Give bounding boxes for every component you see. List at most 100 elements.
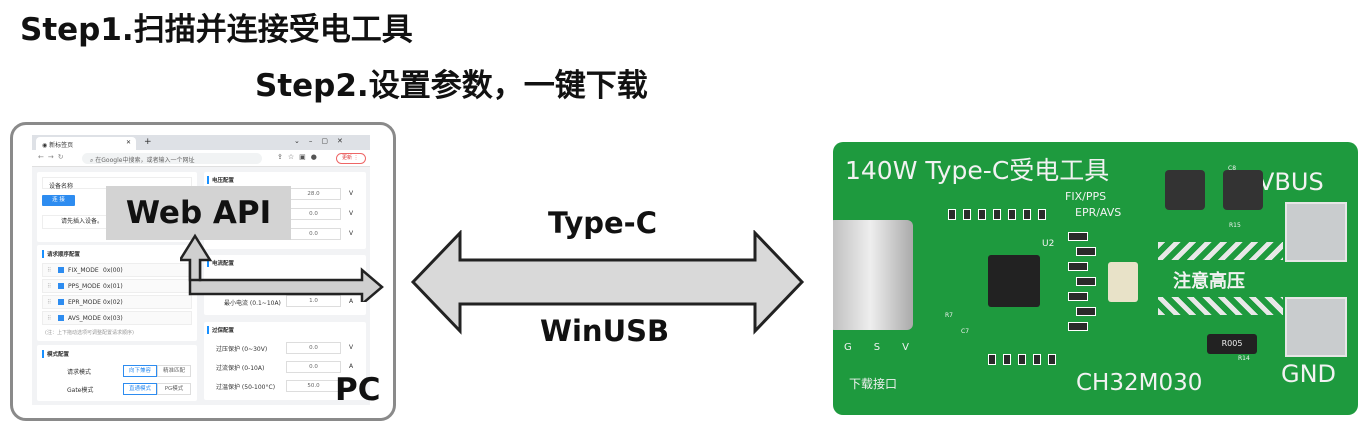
new-tab-button[interactable]: + [144,137,152,147]
mode-code: 0x(00) [103,267,123,274]
board-modes-2: EPR/AVS [1075,206,1122,219]
drag-handle-icon[interactable]: ⠿ [47,267,52,274]
request-mode-option[interactable]: 精准匹配 [157,365,191,377]
mosfet-2 [1223,170,1263,210]
request-mode-option[interactable]: 向下兼容 [123,365,157,377]
checkbox[interactable] [58,267,64,273]
download-port-label: 下载接口 [849,377,898,391]
mode-name: EPR_MODE [68,299,101,306]
c8-label: C8 [1228,165,1237,172]
board-modes-1: FIX/PPS [1065,190,1107,203]
chip-label: CH32M030 [1076,370,1203,396]
led [1108,262,1138,302]
min-current-label: 最小电流 (0.1~10A) [224,300,281,307]
voltage-unit: V [349,230,354,237]
toolbar-icons[interactable]: ⇪☆▣● [277,153,322,161]
step1-title: Step1.扫描并连接受电工具 [20,12,413,48]
protection-input[interactable]: 0.0 [286,361,341,373]
tab-bar: ◉ 新标签页✕ + ⌄–▢✕ [32,135,370,150]
smd-component [1048,354,1056,365]
smd-component [1023,209,1031,220]
c7-label: C7 [961,328,970,335]
u2-label: U2 [1042,239,1055,249]
vbus-pad [1285,202,1347,262]
close-tab-icon[interactable]: ✕ [125,139,131,146]
checkbox[interactable] [58,299,64,305]
gate-mode-option[interactable]: PG模式 [157,383,191,395]
webapi-to-pc-arrow [180,233,384,302]
window-controls[interactable]: ⌄–▢✕ [294,137,352,145]
device-name-label: 设备名称 [49,183,74,190]
protection-label: 过流保护 (0-10A) [216,365,265,372]
chrome-icon: ◉ [42,142,50,149]
connect-button[interactable]: 连 接 [42,195,75,206]
pcb-board: 140W Type-C受电工具 FIX/PPS EPR/AVS VBUS GND… [833,142,1358,415]
current-unit: A [349,298,354,305]
mcu-chip [988,255,1040,307]
connector-shaft [188,258,384,302]
warning-label: 注意高压 [1173,271,1245,292]
smd-component [1008,209,1016,220]
mode-name: FIX_MODE [68,267,99,274]
warning-stripes-bottom [1158,297,1283,315]
min-current-input[interactable]: 1.0 [286,295,341,307]
drag-handle-icon[interactable]: ⠿ [47,283,52,290]
request-order-title: 请求顺序配置 [42,250,80,258]
mode-code: 0x(01) [103,283,123,290]
protection-label: 过压保护 (0~30V) [216,346,268,353]
gnd-pad [1285,297,1347,357]
usb-c-connector [833,220,913,330]
r14-label: R14 [1238,355,1250,362]
checkbox[interactable] [58,283,64,289]
mode-config-panel: 模式配置 请求模式 向下兼容 精准匹配 Gate模式 直通模式 PG模式 [37,345,197,401]
warning-stripes-top [1158,242,1283,260]
voltage-title: 电压配置 [207,176,234,184]
pin-g: G [844,342,874,353]
protection-input[interactable]: 50.0 [286,380,341,392]
browser-tab[interactable]: ◉ 新标签页✕ [36,137,136,150]
shunt-resistor: R005 [1207,334,1257,354]
pin-v: V [902,342,931,353]
smd-component [1003,354,1011,365]
mode-row[interactable]: ⠿ FIX_MODE 0x(00) [42,263,192,277]
smd-component [1068,322,1088,331]
smd-component [978,209,986,220]
up-arrowhead [180,233,213,282]
smd-component [1033,354,1041,365]
double-arrow [410,230,805,335]
gnd-label: GND [1281,360,1337,388]
gate-mode-label: Gate模式 [67,387,94,394]
search-icon: ⌕ [90,157,96,164]
mode-config-title: 模式配置 [42,350,69,358]
update-button[interactable]: 更新 ⋮ [336,153,366,164]
r7-label: R7 [945,312,953,319]
protection-label: 过温保护 (50-100°C) [216,384,276,391]
protection-title: 过保配置 [207,326,234,334]
protection-input[interactable]: 0.0 [286,342,341,354]
mode-name: PPS_MODE [68,283,101,290]
order-note: (注：上下拖动选项可调整配置请求顺序) [45,330,134,336]
gate-mode-option[interactable]: 直通模式 [123,383,157,395]
voltage-unit: V [349,210,354,217]
smd-component [1068,262,1088,271]
mosfet-1 [1165,170,1205,210]
smd-component [1018,354,1026,365]
drag-handle-icon[interactable]: ⠿ [47,299,52,306]
voltage-input[interactable]: 0.0 [286,208,341,220]
voltage-input[interactable]: 28.0 [286,188,341,200]
smd-component [1076,247,1096,256]
nav-icons[interactable]: ←→↻ [38,153,68,161]
type-c-label: Type-C [548,206,657,240]
omnibox[interactable]: ⌕ 在Google中搜索，或者输入一个网址 [82,153,262,164]
smd-component [1076,277,1096,286]
pin-labels: GSV [844,342,931,353]
drag-handle-icon[interactable]: ⠿ [47,315,52,322]
checkbox[interactable] [58,315,64,321]
smd-component [1076,307,1096,316]
mode-name: AVS_MODE [68,315,101,322]
